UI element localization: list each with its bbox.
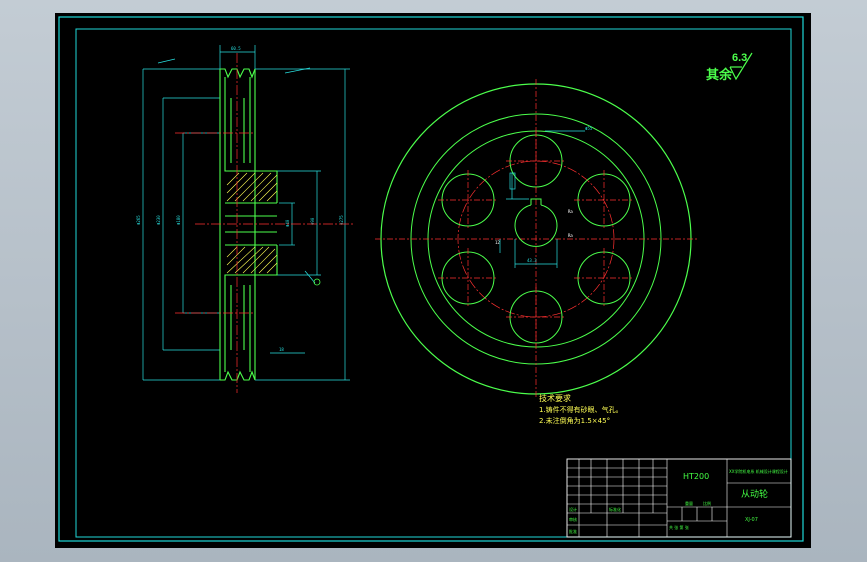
drawing-canvas[interactable]: Φ265 Φ230 Φ180 Φ275 Φ90 Φ40 60.5 18 — [55, 13, 811, 548]
technical-notes: 技术要求 1.铸件不得有砂眼、气孔。 2.未注倒角为1.5×45° — [539, 393, 623, 425]
svg-text:43.3: 43.3 — [527, 258, 537, 263]
svg-text:12: 12 — [495, 240, 500, 245]
roughness-label: 其余 — [706, 67, 733, 83]
school-text: XX学院机电系 机械设计课程设计 — [729, 468, 788, 474]
notes-line-2: 2.未注倒角为1.5×45° — [539, 416, 610, 425]
front-view: 43.3 Φ55 Ra Ra 12 — [375, 79, 697, 399]
title-block: HT200 从动轮 XX学院机电系 机械设计课程设计 XJ-07 重量 比例 共… — [566, 458, 792, 538]
section-view: Φ265 Φ230 Φ180 Φ275 Φ90 Φ40 60.5 18 — [136, 45, 355, 393]
weight-label: 重量 — [685, 500, 693, 506]
svg-text:Ra: Ra — [568, 209, 573, 214]
material-text: HT200 — [683, 472, 709, 481]
design-label: 设计 — [569, 506, 577, 512]
standard-label: 标准化 — [609, 506, 621, 512]
notes-heading: 技术要求 — [539, 393, 571, 403]
check-label: 审核 — [569, 516, 577, 522]
roughness-symbol: 6.3 其余 — [706, 52, 753, 83]
svg-text:Φ40: Φ40 — [285, 219, 290, 227]
svg-text:Φ230: Φ230 — [156, 215, 161, 225]
svg-text:Φ55: Φ55 — [585, 126, 593, 131]
svg-text:60.5: 60.5 — [231, 46, 241, 51]
svg-text:Φ180: Φ180 — [176, 215, 181, 225]
inner-frame — [75, 28, 792, 538]
roughness-value: 6.3 — [732, 52, 747, 64]
svg-text:Φ265: Φ265 — [136, 215, 141, 225]
drawing-sheet[interactable]: Φ265 Φ230 Φ180 Φ275 Φ90 Φ40 60.5 18 — [55, 13, 811, 548]
drawing-number-text: XJ-07 — [745, 517, 758, 523]
part-name-text: 从动轮 — [741, 488, 768, 500]
sheet-label: 共 张 第 张 — [669, 524, 689, 530]
scale-label: 比例 — [703, 500, 711, 506]
outer-frame — [58, 16, 804, 542]
svg-text:Φ90: Φ90 — [310, 217, 315, 225]
svg-text:Ra: Ra — [568, 233, 573, 238]
svg-text:18: 18 — [279, 347, 284, 352]
approve-label: 批准 — [569, 528, 577, 534]
svg-text:Φ275: Φ275 — [339, 215, 344, 225]
notes-line-1: 1.铸件不得有砂眼、气孔。 — [539, 405, 623, 414]
